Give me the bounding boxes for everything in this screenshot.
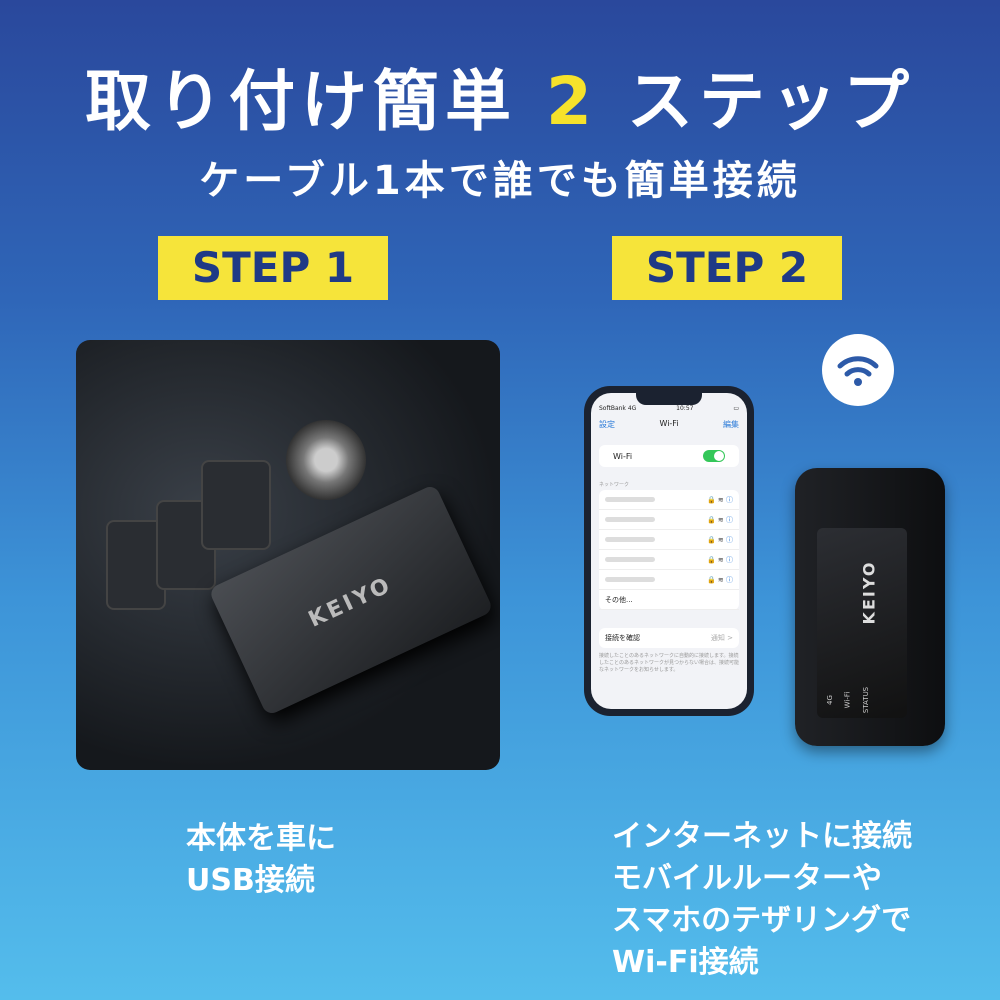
clock: 10:57 (676, 405, 694, 412)
subtitle: ケーブル1本で誰でも簡単接続 (199, 158, 801, 204)
other-network[interactable]: その他... (599, 590, 739, 610)
step1-caption: 本体を車に USB接続 (186, 821, 336, 898)
wifi-toggle[interactable] (703, 450, 725, 462)
page-title: 取り付け簡単 2 ステップ (0, 48, 1000, 144)
usb-port (201, 460, 271, 550)
car-install-photo: KEIYO (76, 340, 500, 770)
led-wifi: Wi-Fi (843, 691, 852, 709)
title-highlight: 2 (546, 63, 598, 140)
confirm-value: 通知 > (710, 634, 733, 642)
wifi-icon (822, 334, 894, 406)
wifi-label: Wi-Fi (613, 451, 633, 461)
wifi-settings-screen: SoftBank 4G 10:57 ▭ 設定 Wi-Fi 編集 Wi-Fi ネットワーク… (591, 393, 747, 709)
mobile-router: KEIYO 4G Wi-Fi STATUS (795, 468, 945, 746)
smartphone: SoftBank 4G 10:57 ▭ 設定 Wi-Fi 編集 Wi-Fi ネットワーク… (584, 386, 754, 716)
step2-caption: インターネットに接続 モバイルルーターや スマホのテザリングで Wi-Fi接続 (612, 819, 912, 980)
led-status: STATUS (862, 686, 871, 714)
network-item[interactable]: 🔒 ≋ ⓘ (599, 490, 739, 510)
network-item[interactable]: 🔒 ≋ ⓘ (599, 530, 739, 550)
step2-badge: STEP 2 (612, 236, 842, 300)
screen-title: Wi-Fi (659, 419, 679, 428)
edit-button[interactable]: 編集 (723, 420, 739, 429)
back-button[interactable]: 設定 (599, 420, 615, 429)
led-4g: 4G (825, 695, 834, 705)
network-item[interactable]: 🔒 ≋ ⓘ (599, 570, 739, 590)
note: 接続したことのあるネットワークに自動的に接続します。接続したことのあるネットワー… (599, 653, 739, 673)
power-knob (286, 420, 366, 500)
network-item[interactable]: 🔒 ≋ ⓘ (599, 510, 739, 530)
title-text: 取り付け簡単 (85, 63, 518, 140)
network-item[interactable]: 🔒 ≋ ⓘ (599, 550, 739, 570)
networks-header: ネットワーク (599, 482, 630, 488)
battery-icon: ▭ (733, 405, 739, 412)
title-text-2: ステップ (626, 63, 915, 140)
carrier: SoftBank 4G (599, 405, 637, 412)
step1-badge: STEP 1 (158, 236, 388, 300)
router-logo: KEIYO (859, 560, 879, 625)
network-list: 🔒 ≋ ⓘ 🔒 ≋ ⓘ 🔒 ≋ ⓘ 🔒 ≋ ⓘ 🔒 ≋ ⓘ その他... (599, 490, 739, 610)
confirm-join[interactable]: 接続を確認 (605, 634, 640, 642)
